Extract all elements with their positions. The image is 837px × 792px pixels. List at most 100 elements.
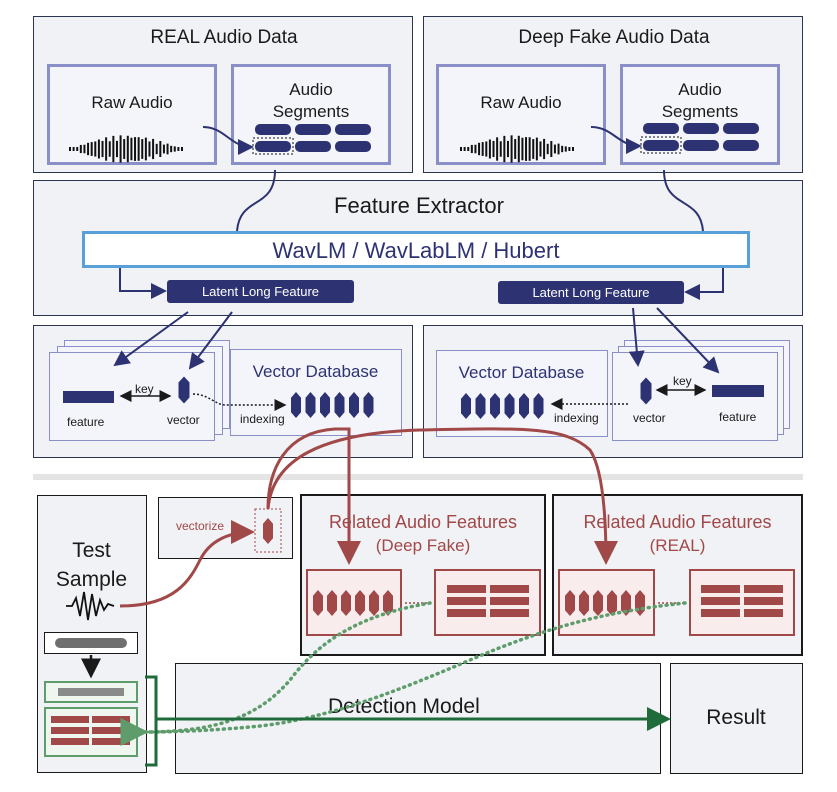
fake-raw-audio-box: Raw Audio xyxy=(436,64,606,165)
real-raw-audio-label: Raw Audio xyxy=(91,93,173,112)
query-to-fake-db-arrow xyxy=(266,427,361,565)
right-vector-database: Vector Database indexing xyxy=(436,350,608,437)
feature-extractor-title: Feature Extractor xyxy=(334,193,504,218)
fake-segment-arrow xyxy=(590,126,642,154)
left-vector-db-title: Vector Database xyxy=(252,362,379,381)
result-label: Result xyxy=(706,706,766,729)
latent-left-to-vector xyxy=(188,311,233,370)
vector-shape xyxy=(640,377,652,405)
db-vector xyxy=(291,392,301,418)
db-vector xyxy=(461,393,471,419)
related-vector xyxy=(369,590,379,616)
feature-cell xyxy=(701,585,740,593)
segment-pill xyxy=(683,140,719,151)
feature-cell xyxy=(447,609,486,617)
db-vector xyxy=(305,392,316,418)
feature-cell xyxy=(744,597,783,605)
segment-pill xyxy=(295,141,331,152)
feature-cell xyxy=(701,597,740,605)
left-indexing-label: indexing xyxy=(240,412,285,426)
related-vector xyxy=(383,590,393,616)
related-vector xyxy=(565,590,575,616)
left-vector-icon xyxy=(178,376,190,404)
related-vector xyxy=(593,590,603,616)
real-waveform-icon xyxy=(69,135,183,163)
related-vector xyxy=(313,590,323,616)
test-sample-title: Test Sample xyxy=(55,539,128,591)
left-vector-database: Vector Database indexing xyxy=(230,349,402,436)
real-features-to-input-dotted xyxy=(143,601,687,734)
fake-segments-label: Audio Segments xyxy=(661,80,739,121)
vectorize-label: vectorize xyxy=(176,519,225,533)
feature-cell xyxy=(51,727,89,734)
feature-cell xyxy=(447,597,486,605)
feature-cell xyxy=(51,738,89,745)
right-feature-label: feature xyxy=(719,410,757,424)
segment-pill xyxy=(643,123,679,134)
segment-pill xyxy=(723,140,759,151)
related-real-subtitle: (REAL) xyxy=(649,536,706,555)
result-panel: Result xyxy=(670,663,803,774)
db-vector xyxy=(363,392,374,418)
db-vector xyxy=(490,393,500,419)
left-feature-label: feature xyxy=(67,415,105,429)
feature-cell xyxy=(701,609,740,617)
left-feature-bar xyxy=(63,391,114,403)
segment-pill xyxy=(683,123,719,134)
latent-right-to-vector xyxy=(628,307,645,367)
segment-pill xyxy=(295,124,331,135)
fake-raw-audio-label: Raw Audio xyxy=(480,93,562,112)
feature-cell xyxy=(744,609,783,617)
test-waveform-icon xyxy=(66,591,115,621)
test-related-features-grid xyxy=(51,716,130,745)
feature-cell xyxy=(92,738,130,745)
test-vector-icon xyxy=(263,518,273,544)
right-vector-icon xyxy=(640,377,652,405)
left-vector-label: vector xyxy=(167,413,200,427)
segment-pill xyxy=(335,124,371,135)
latent-right-to-feature xyxy=(656,307,720,374)
feature-cell xyxy=(92,716,130,723)
real-segment-arrow xyxy=(202,126,254,155)
segment-pill xyxy=(255,141,291,152)
fake-features-to-input-dotted xyxy=(120,601,432,747)
real-raw-audio-box: Raw Audio xyxy=(47,64,217,165)
related-fake-subtitle: (Deep Fake) xyxy=(375,536,471,555)
segment-pill xyxy=(723,123,759,134)
related-vector xyxy=(635,590,645,616)
feature-cell xyxy=(92,727,130,734)
right-indexing-label: indexing xyxy=(554,411,599,425)
fake-waveform-icon xyxy=(460,135,574,163)
db-vector xyxy=(504,393,515,419)
fake-to-extractor-curve xyxy=(663,169,704,232)
feature-cell xyxy=(490,609,529,617)
feature-cell xyxy=(744,585,783,593)
query-to-real-db-arrow xyxy=(266,427,618,565)
segment-pill xyxy=(335,141,371,152)
audio-segment-pills xyxy=(252,123,759,155)
vector-shape xyxy=(263,518,273,544)
latent-left-to-feature xyxy=(113,311,189,367)
ssl-models-bar: WavLM / WavLabLM / Hubert xyxy=(82,231,750,268)
related-vector xyxy=(355,590,365,616)
related-vector xyxy=(579,590,589,616)
latent-feature-left: Latent Long Feature xyxy=(167,280,354,303)
db-vector xyxy=(519,393,529,419)
db-vector xyxy=(533,393,544,419)
db-vector xyxy=(475,393,486,419)
real-segments-label: Audio Segments xyxy=(272,80,350,121)
extractor-to-latent-left xyxy=(119,268,167,299)
left-indexing-arrow xyxy=(192,393,287,411)
extractor-to-latent-right xyxy=(684,268,724,300)
right-vector-db-title: Vector Database xyxy=(458,363,585,382)
feature-cell xyxy=(490,585,529,593)
real-related-features-grid xyxy=(701,585,783,617)
latent-feature-right: Latent Long Feature xyxy=(498,281,684,304)
real-to-extractor-curve xyxy=(236,169,276,232)
section-divider xyxy=(33,474,803,480)
segment-pill xyxy=(255,124,291,135)
db-vector xyxy=(334,392,345,418)
input-bracket xyxy=(145,675,158,767)
real-audio-title: REAL Audio Data xyxy=(150,27,298,48)
